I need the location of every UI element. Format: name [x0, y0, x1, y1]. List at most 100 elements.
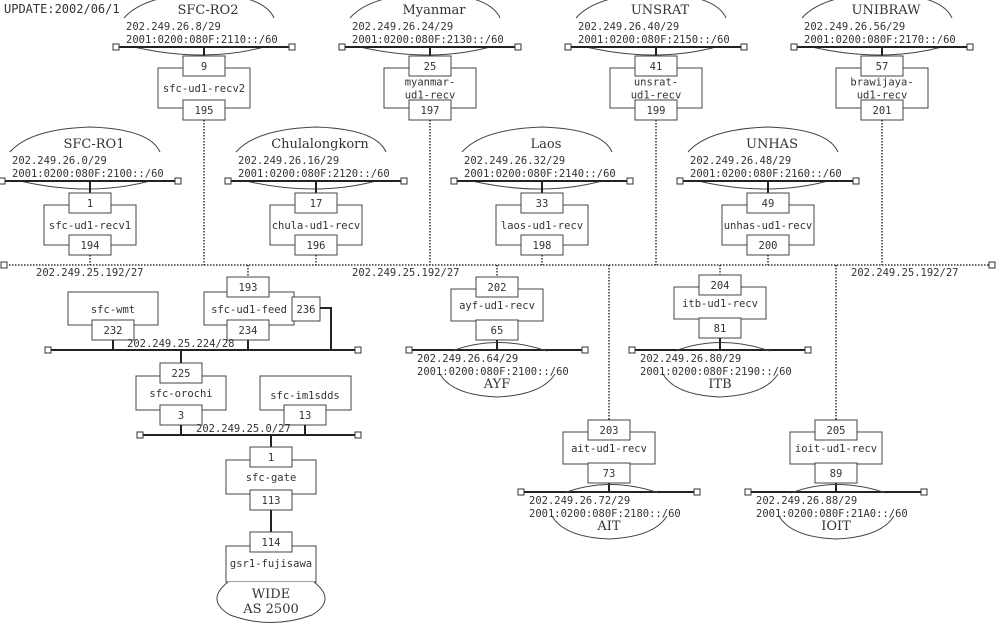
mid-site-1-router-label: chula-ud1-recv	[272, 220, 361, 232]
mid-site-0-cloud	[9, 126, 161, 153]
wmt-router-label: sfc-wmt	[91, 304, 135, 316]
top-site-1-cloud-bottom	[359, 46, 491, 56]
lower-site-itb-upper-if-label: 204	[711, 280, 730, 292]
mid-site-0-segment-endpoint-left	[0, 177, 6, 185]
top-site-3-segment-endpoint-right	[966, 43, 974, 51]
top-site-0-upper-if-label: 9	[201, 61, 207, 73]
top-site-1-upper-if-label: 25	[424, 61, 437, 73]
sfc-group: sfc-ud1-feed193234236sfc-wmt232202.249.2…	[44, 265, 362, 623]
gate-upper-if-label: 1	[268, 452, 274, 464]
mid-site-0-upper-if-label: 1	[87, 198, 93, 210]
lower-site-ioit-site-name: IOIT	[821, 519, 851, 534]
mid-site-0-upper-if	[68, 192, 112, 214]
top-site-2-upper-if	[634, 55, 678, 77]
mid-site-0-site-name: SFC-RO1	[64, 137, 125, 152]
gate-upper-if	[249, 446, 293, 468]
feed-router-label: sfc-ud1-feed	[211, 304, 287, 316]
mid-site-3-segment-endpoint-left	[676, 177, 684, 185]
lower-site-ayf-ipv6: 2001:0200:080F:2100::/60	[417, 366, 569, 378]
lower-site-ioit-cloud	[778, 515, 895, 540]
top-site-3-site-name: UNIBRAW	[851, 3, 921, 18]
mid-site-1-ipv6: 2001:0200:080F:2120::/60	[238, 168, 390, 180]
net0-label: 202.249.25.0/27	[196, 423, 291, 435]
top-site-0-upper-if	[182, 55, 226, 77]
top-site-2-cloud	[575, 0, 727, 19]
top-site-0-cloud	[123, 0, 275, 19]
mid-site-3-cloud-bottom	[697, 180, 829, 190]
top-site-0-ipv4: 202.249.26.8/29	[126, 21, 221, 33]
net224-segment-endpoint-left	[44, 346, 52, 354]
orochi-upper-if	[159, 362, 203, 384]
net0-segment-endpoint-right	[354, 431, 362, 439]
mid-site-2-cloud-bottom	[471, 180, 603, 190]
mid-site-1-router-label-line: chula-ud1-recv	[272, 220, 361, 232]
top-site-3-ipv6: 2001:0200:080F:2170::/60	[804, 34, 956, 46]
lower-site-ait-cloud-top	[563, 484, 660, 494]
backbone-endpoint-left	[0, 261, 8, 269]
top-site-3-router-label-line: ud1-recv	[857, 90, 908, 102]
lower-site-ioit-router-label: ioit-ud1-recv	[795, 443, 877, 455]
wmt-if-label: 232	[104, 325, 123, 337]
lower-site-ioit-ipv4: 202.249.26.88/29	[756, 495, 857, 507]
lower-site-ayf-lower-if-label: 65	[491, 325, 504, 337]
lower-site-itb-cloud-top	[674, 342, 771, 352]
top-site-2-cloud-bottom	[585, 46, 717, 56]
lower-site-itb-segment-endpoint-left	[628, 346, 636, 354]
lower-site-ioit-cloud-top	[790, 484, 887, 494]
orochi-upper-if-label: 225	[172, 368, 191, 380]
mid-site-0-ipv6: 2001:0200:080F:2100::/60	[12, 168, 164, 180]
mid-site-1-segment-endpoint-right	[400, 177, 408, 185]
lower-site-ayf-upper-if-label: 202	[488, 282, 507, 294]
top-site-2-router-label-line: ud1-recv	[631, 90, 682, 102]
lower-site-ayf-segment-endpoint-right	[581, 346, 589, 354]
mid-site-0-lower-if-label: 194	[81, 240, 100, 252]
top-site-3-router-label-line: brawijaya-	[850, 77, 913, 89]
top-site-2-segment-endpoint-right	[740, 43, 748, 51]
mid-site-0-segment-endpoint-right	[174, 177, 182, 185]
gate-router-label: sfc-gate	[246, 472, 297, 484]
gsr-if	[249, 531, 293, 553]
lower-site-ioit-upper-if	[814, 419, 858, 441]
feed-upper-if-label: 193	[239, 282, 258, 294]
mid-site-2-site-name: Laos	[531, 137, 562, 152]
top-site-0-lower-if-label: 195	[195, 105, 214, 117]
lower-site-ait-upper-if	[587, 419, 631, 441]
feed-lower-if-label: 234	[239, 325, 258, 337]
lower-site-ayf-segment-endpoint-left	[405, 346, 413, 354]
net0-segment-endpoint-left	[136, 431, 144, 439]
site-group: SFC-RO2202.249.26.8/292001:0200:080F:211…	[0, 0, 974, 540]
mid-site-2-lower-if-label: 198	[533, 240, 552, 252]
top-site-0-segment-endpoint-right	[288, 43, 296, 51]
mid-site-1-cloud	[235, 126, 387, 153]
top-site-1-upper-if	[408, 55, 452, 77]
lower-site-ayf-router-label: ayf-ud1-recv	[459, 300, 535, 312]
lower-site-itb-upper-if	[698, 274, 742, 296]
top-site-3-segment-endpoint-left	[790, 43, 798, 51]
lower-site-ait-ipv6: 2001:0200:080F:2180::/60	[529, 508, 681, 520]
top-site-1-site-name: Myanmar	[402, 3, 466, 18]
lower-site-ayf-cloud	[439, 373, 556, 398]
net224-segment-endpoint-right	[354, 346, 362, 354]
top-site-1-router-label-line: ud1-recv	[405, 90, 456, 102]
wide-label: WIDE	[252, 587, 290, 602]
mid-site-3-lower-if-label: 200	[759, 240, 778, 252]
mid-site-2-segment-endpoint-right	[626, 177, 634, 185]
mid-site-1-segment-endpoint-left	[224, 177, 232, 185]
lower-site-ayf-upper-if	[475, 276, 519, 298]
top-site-3-cloud	[801, 0, 953, 19]
lower-site-ayf-cloud-top	[451, 342, 548, 352]
mid-site-2-ipv6: 2001:0200:080F:2140::/60	[464, 168, 616, 180]
top-site-2-upper-if-label: 41	[650, 61, 663, 73]
lower-site-ait-site-name: AIT	[596, 519, 621, 534]
mid-site-1-lower-if-label: 196	[307, 240, 326, 252]
lower-site-ait-segment-endpoint-right	[693, 488, 701, 496]
top-site-2-site-name: UNSRAT	[631, 3, 690, 18]
orochi-lower-if-label: 3	[178, 410, 184, 422]
top-site-2-router-label: unsrat-ud1-recv	[631, 77, 682, 102]
top-site-1-ipv6: 2001:0200:080F:2130::/60	[352, 34, 504, 46]
feed-side-if	[291, 296, 321, 322]
lower-site-ayf-site-name: AYF	[483, 377, 510, 392]
top-site-1-lower-if-label: 197	[421, 105, 440, 117]
mid-site-1-cloud-bottom	[245, 180, 377, 190]
